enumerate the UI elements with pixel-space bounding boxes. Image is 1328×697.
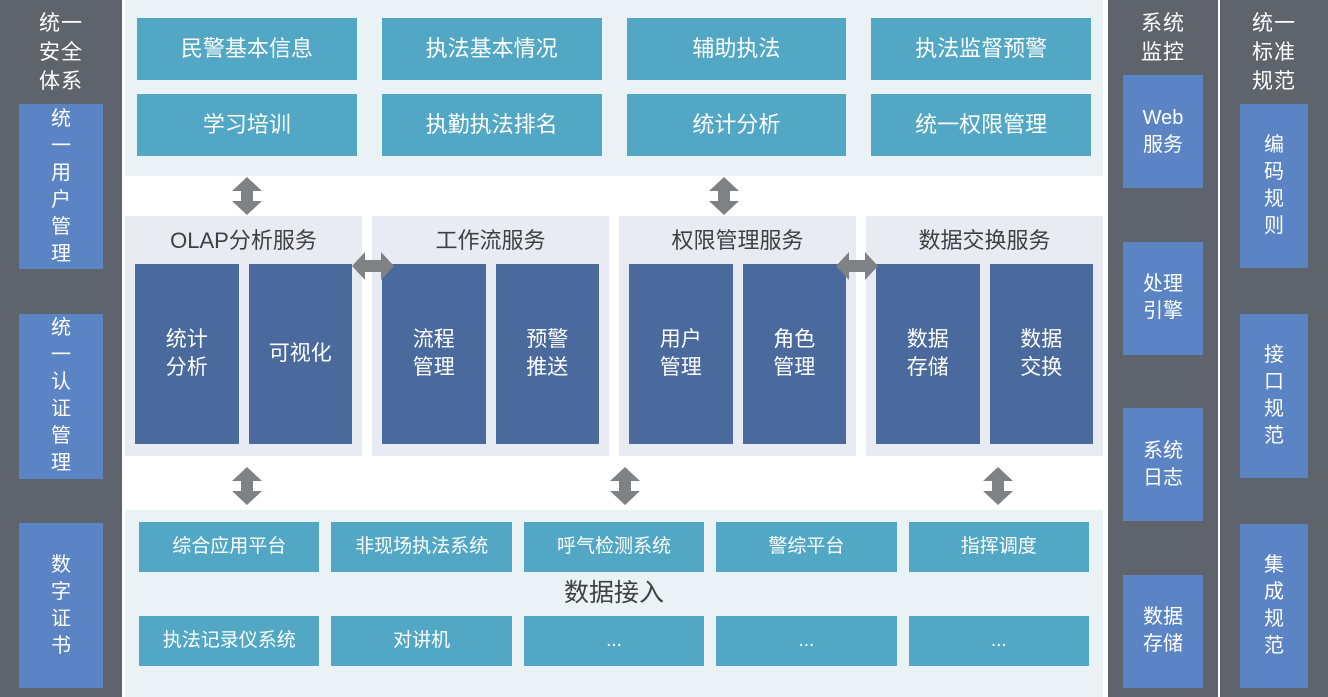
left-sidebar-items: 统 一 用 户 管 理 统 一 认 证 管 理 数 字 证 书 [0, 104, 122, 691]
service-card-permission: 权限管理服务 用户 管理 角色 管理 [619, 216, 856, 456]
data-access-row-1: 综合应用平台 非现场执法系统 呼气检测系统 警综平台 指挥调度 [139, 522, 1089, 572]
vertical-double-arrow-icon [231, 176, 263, 216]
service-card-title: 权限管理服务 [671, 228, 804, 253]
sidebar-item-unified-user-management[interactable]: 统 一 用 户 管 理 [19, 104, 103, 269]
right-sidebar-unified-standards: 统一 标准 规范 编 码 规 则 接 口 规 范 集 成 规 范 [1220, 0, 1328, 697]
data-source-command-dispatch[interactable]: 指挥调度 [908, 522, 1089, 572]
service-card-olap: OLAP分析服务 统计 分析 可视化 [125, 216, 362, 456]
service-card-children: 统计 分析 可视化 [135, 264, 352, 444]
vertical-double-arrow-icon [708, 176, 740, 216]
service-card-title: OLAP分析服务 [170, 228, 317, 253]
app-box-enforcement-basics[interactable]: 执法基本情况 [381, 18, 602, 80]
data-source-offsite-enforcement-system[interactable]: 非现场执法系统 [331, 522, 512, 572]
app-box-unified-permission-management[interactable]: 统一权限管理 [871, 94, 1091, 156]
application-layer-grid: 民警基本信息 执法基本情况 辅助执法 执法监督预警 学习培训 执勤执法排名 统计… [137, 18, 1091, 162]
data-access-rows: 综合应用平台 非现场执法系统 呼气检测系统 警综平台 指挥调度 数据接入 执法记… [139, 522, 1089, 683]
service-card-title: 工作流服务 [435, 228, 546, 253]
app-box-study-training[interactable]: 学习培训 [137, 94, 357, 156]
data-access-layer-panel: 综合应用平台 非现场执法系统 呼气检测系统 警综平台 指挥调度 数据接入 执法记… [125, 510, 1103, 697]
service-box-data-storage[interactable]: 数据 存储 [876, 264, 980, 444]
service-card-data-exchange: 数据交换服务 数据 存储 数据 交换 [866, 216, 1103, 456]
vertical-double-arrow-icon [231, 466, 263, 506]
sidebar-item-data-storage[interactable]: 数据 存储 [1123, 574, 1203, 688]
sidebar-item-digital-certificate[interactable]: 数 字 证 书 [19, 523, 103, 688]
left-sidebar-security: 统一 安全 体系 统 一 用 户 管 理 统 一 认 证 管 理 数 字 证 书 [0, 0, 122, 697]
data-source-law-enforcement-recorder-system[interactable]: 执法记录仪系统 [139, 616, 320, 666]
service-card-children: 流程 管理 预警 推送 [382, 264, 599, 444]
right-sidebar-monitor-items: Web 服务 处理 引擎 系统 日志 数据 存储 [1108, 75, 1218, 691]
app-box-assisted-enforcement[interactable]: 辅助执法 [626, 18, 847, 80]
sidebar-item-processing-engine[interactable]: 处理 引擎 [1123, 241, 1203, 355]
sidebar-item-interface-standard[interactable]: 接 口 规 范 [1240, 314, 1308, 478]
sidebar-item-system-log[interactable]: 系统 日志 [1123, 408, 1203, 522]
data-source-integrated-app-platform[interactable]: 综合应用平台 [139, 522, 320, 572]
sidebar-item-web-service[interactable]: Web 服务 [1123, 75, 1203, 188]
left-sidebar-title: 统一 安全 体系 [39, 12, 83, 93]
service-card-children: 用户 管理 角色 管理 [629, 264, 846, 444]
data-access-row-2: 执法记录仪系统 对讲机 ... ... ... [139, 616, 1089, 666]
data-source-more-1[interactable]: ... [523, 616, 705, 666]
data-source-police-integrated-platform[interactable]: 警综平台 [716, 522, 897, 572]
application-layer-panel: 民警基本信息 执法基本情况 辅助执法 执法监督预警 学习培训 执勤执法排名 统计… [125, 0, 1103, 176]
service-layer-panel: OLAP分析服务 统计 分析 可视化 工作流服务 流程 管理 预警 推送 权限管… [125, 216, 1103, 456]
vertical-double-arrow-icon [982, 466, 1014, 506]
service-box-statistical-analysis[interactable]: 统计 分析 [135, 264, 239, 444]
data-source-more-3[interactable]: ... [908, 616, 1089, 666]
sidebar-item-integration-standard[interactable]: 集 成 规 范 [1240, 524, 1308, 688]
service-box-role-management[interactable]: 角色 管理 [742, 264, 846, 444]
sidebar-item-coding-rules[interactable]: 编 码 规 则 [1240, 104, 1308, 268]
main-content: 民警基本信息 执法基本情况 辅助执法 执法监督预警 学习培训 执勤执法排名 统计… [125, 0, 1103, 697]
service-box-process-management[interactable]: 流程 管理 [382, 264, 486, 444]
right-sidebar-system-monitoring: 系统 监控 Web 服务 处理 引擎 系统 日志 数据 存储 [1108, 0, 1218, 697]
data-source-walkie-talkie[interactable]: 对讲机 [331, 616, 512, 666]
service-box-user-management[interactable]: 用户 管理 [629, 264, 733, 444]
right-sidebar-standard-title: 统一 标准 规范 [1252, 12, 1296, 93]
app-box-statistical-analysis[interactable]: 统计分析 [626, 94, 847, 156]
app-box-duty-enforcement-ranking[interactable]: 执勤执法排名 [381, 94, 602, 156]
data-source-more-2[interactable]: ... [716, 616, 897, 666]
service-card-children: 数据 存储 数据 交换 [876, 264, 1093, 444]
service-box-visualization[interactable]: 可视化 [248, 264, 352, 444]
service-card-title: 数据交换服务 [918, 228, 1051, 253]
service-box-data-exchange[interactable]: 数据 交换 [989, 264, 1093, 444]
service-card-workflow: 工作流服务 流程 管理 预警 推送 [372, 216, 609, 456]
right-sidebar-monitor-title: 系统 监控 [1141, 12, 1185, 64]
data-access-layer-label: 数据接入 [563, 579, 664, 607]
vertical-double-arrow-icon [609, 466, 641, 506]
sidebar-item-unified-auth-management[interactable]: 统 一 认 证 管 理 [19, 313, 103, 479]
app-box-police-basic-info[interactable]: 民警基本信息 [137, 18, 357, 80]
right-sidebar-standard-items: 编 码 规 则 接 口 规 范 集 成 规 范 [1220, 104, 1328, 691]
app-box-enforcement-supervision-alert[interactable]: 执法监督预警 [871, 18, 1091, 80]
data-source-breath-test-system[interactable]: 呼气检测系统 [523, 522, 705, 572]
service-box-alert-push[interactable]: 预警 推送 [495, 264, 599, 444]
